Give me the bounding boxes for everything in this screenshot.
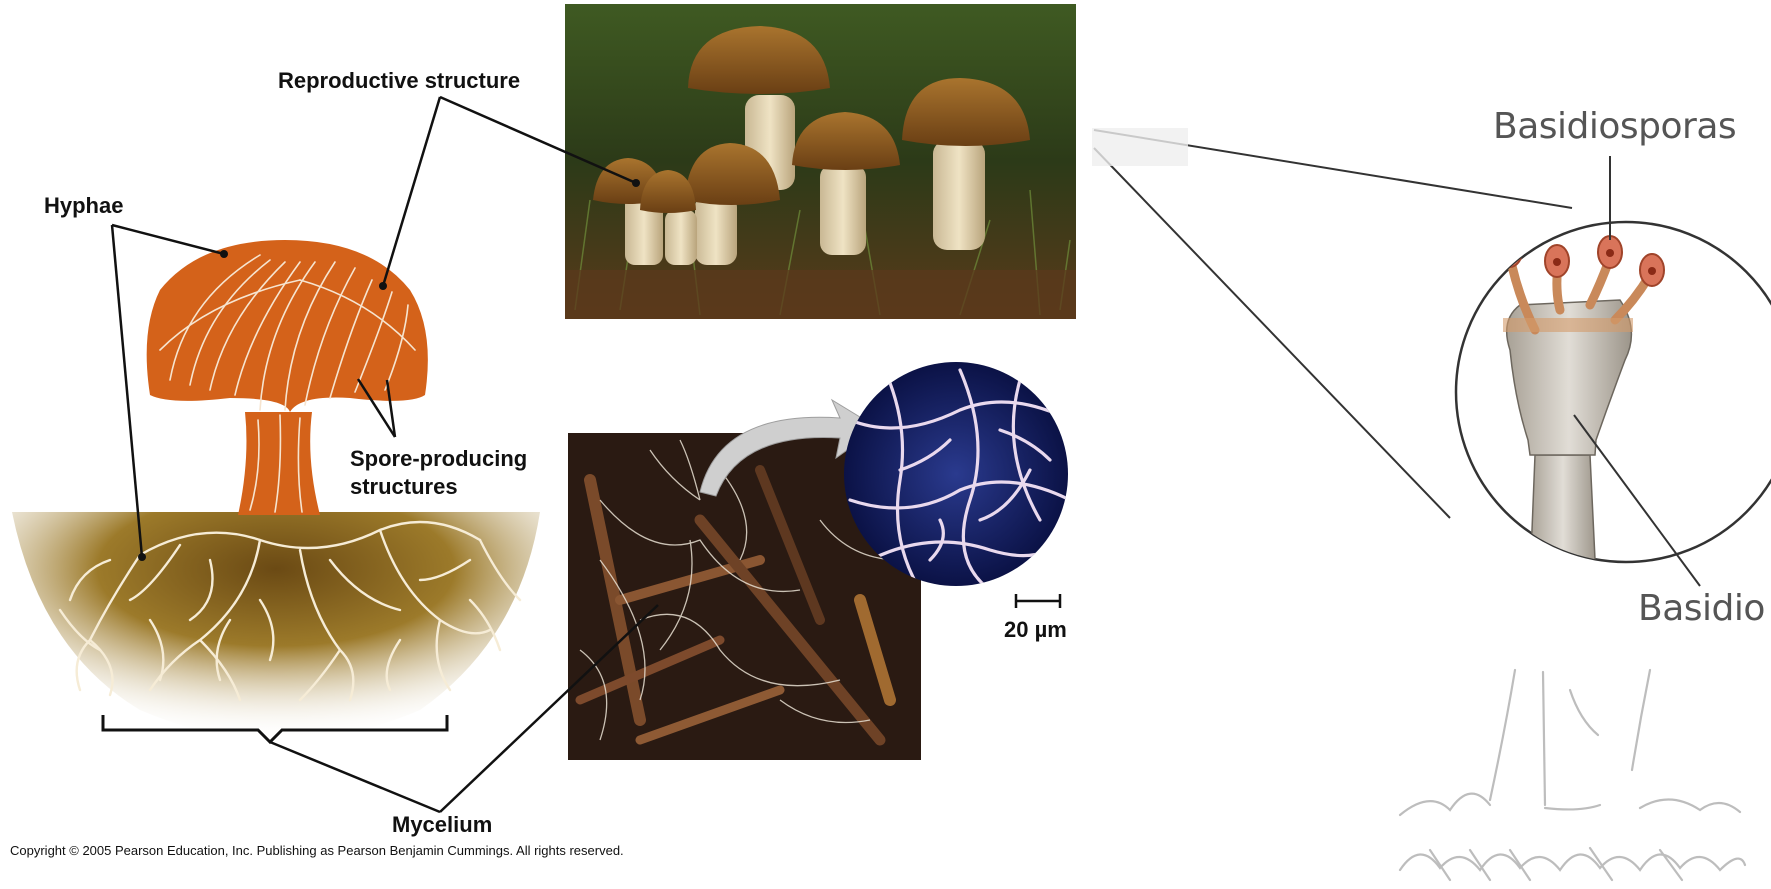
soil-section [12,512,540,740]
forest-mushrooms-photo [565,4,1076,319]
basidium-circle [1456,222,1771,580]
copyright-notice: Copyright © 2005 Pearson Education, Inc.… [10,843,624,858]
label-mycelium: Mycelium [392,812,492,837]
label-basidiosporas: Basidiosporas [1493,106,1736,147]
label-scale-bar: 20 µm [1004,617,1067,642]
scale-bar [1016,594,1060,608]
label-basidio: Basidio [1638,588,1765,629]
label-hyphae: Hyphae [44,193,123,218]
label-spore-producing-line2: structures [350,474,458,499]
zoom-origin-mark [1092,128,1188,166]
label-reproductive-structure: Reproductive structure [278,68,520,93]
label-spore-producing-line1: Spore-producing [350,446,527,471]
sketch-remnant [1400,670,1745,880]
